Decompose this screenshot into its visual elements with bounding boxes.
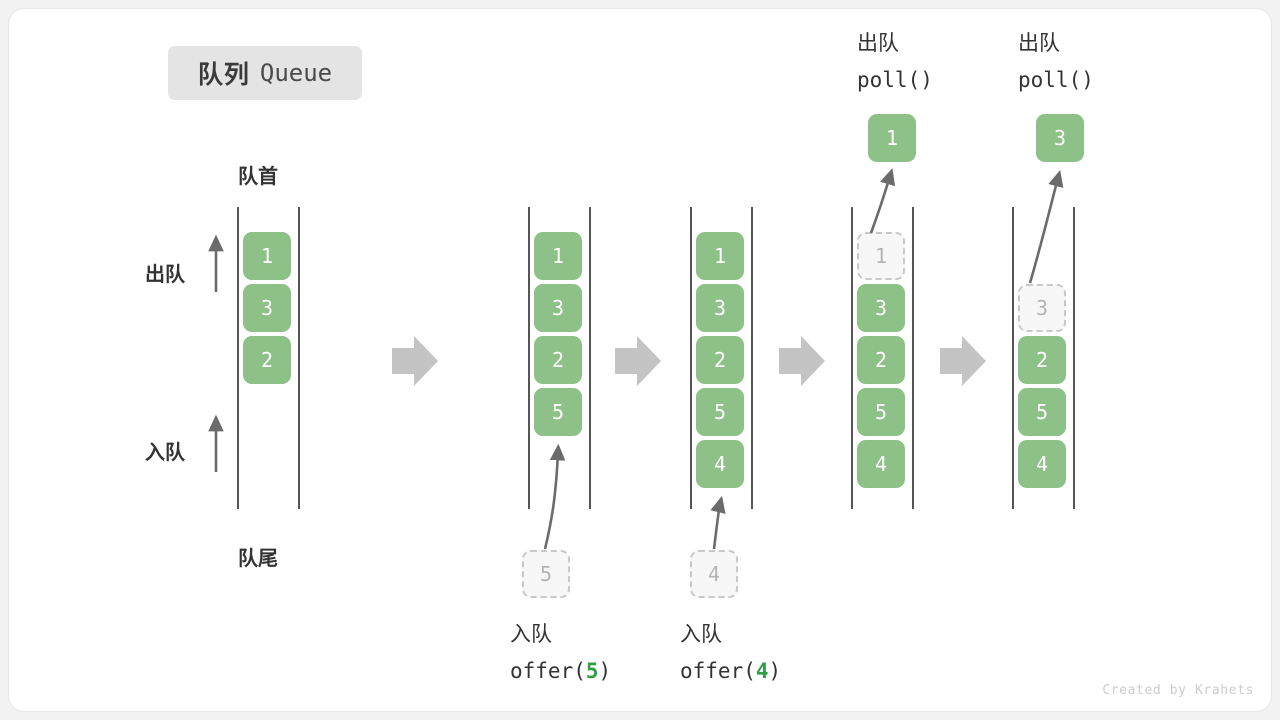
title-chinese: 队列 [197, 61, 250, 89]
stage-3-cell-3: 5 [696, 388, 744, 436]
enqueue-direction-label: 入队 [145, 442, 185, 464]
stage-1-rail-left [237, 207, 239, 509]
stage-1-cell-2: 2 [243, 336, 291, 384]
diagram-title-chip: 队列 Queue [168, 46, 362, 100]
stage-4-rail-right [912, 207, 914, 509]
stage-3-cell-2: 2 [696, 336, 744, 384]
stage-4-caption: 出队 poll() [857, 26, 933, 98]
stage-4-cell-3: 5 [857, 388, 905, 436]
stage-3-cell-4: 4 [696, 440, 744, 488]
credit-text: Created by Krahets [1102, 683, 1254, 698]
stage-3-rail-right [751, 207, 753, 509]
stage-3-rail-left [690, 207, 692, 509]
stage-4-rail-left [851, 207, 853, 509]
stage-3-incoming-ghost: 4 [690, 550, 738, 598]
dequeue-direction-label: 出队 [145, 264, 185, 286]
stage-1-rail-right [298, 207, 300, 509]
stage-5-rail-right [1073, 207, 1075, 509]
stage-4-cell-1: 3 [857, 284, 905, 332]
stage-2-incoming-ghost: 5 [522, 550, 570, 598]
stage-5-cell-1: 2 [1018, 336, 1066, 384]
diagram-card [8, 8, 1272, 712]
stage-1-cell-0: 1 [243, 232, 291, 280]
stage-2-caption: 入队 offer(5) [510, 617, 611, 689]
stage-5-caption-code: poll() [1018, 68, 1094, 92]
stage-2-caption-cn: 入队 [510, 623, 552, 646]
stage-3-cell-0: 1 [696, 232, 744, 280]
stage-5-caption-cn: 出队 [1018, 32, 1060, 55]
stage-2-cell-1: 3 [534, 284, 582, 332]
stage-4-caption-cn: 出队 [857, 32, 899, 55]
stage-5-rail-left [1012, 207, 1014, 509]
stage-4-cell-2: 2 [857, 336, 905, 384]
queue-rear-label: 队尾 [238, 548, 278, 570]
stage-2-rail-left [528, 207, 530, 509]
stage-5-cell-2: 5 [1018, 388, 1066, 436]
stage-5-outgoing-cell: 3 [1036, 114, 1084, 162]
stage-2-caption-value: 5 [585, 659, 599, 683]
stage-1-cell-1: 3 [243, 284, 291, 332]
stage-2-caption-code: offer(5) [510, 659, 612, 683]
stage-3-caption-code: offer(4) [680, 659, 782, 683]
stage-3-caption: 入队 offer(4) [680, 617, 781, 689]
stage-4-outgoing-cell: 1 [868, 114, 916, 162]
stage-3-cell-1: 3 [696, 284, 744, 332]
stage-2-cell-0: 1 [534, 232, 582, 280]
stage-2-cell-2: 2 [534, 336, 582, 384]
stage-4-caption-code: poll() [857, 68, 933, 92]
stage-3-caption-value: 4 [755, 659, 769, 683]
title-english: Queue [259, 59, 333, 87]
stage-5-caption: 出队 poll() [1018, 26, 1094, 98]
stage-4-cell-0: 1 [857, 232, 905, 280]
stage-5-cell-0: 3 [1018, 284, 1066, 332]
stage-2-cell-3: 5 [534, 388, 582, 436]
stage-2-rail-right [589, 207, 591, 509]
stage-5-cell-3: 4 [1018, 440, 1066, 488]
queue-front-label: 队首 [238, 166, 278, 188]
stage-4-cell-4: 4 [857, 440, 905, 488]
stage-3-caption-cn: 入队 [680, 623, 722, 646]
